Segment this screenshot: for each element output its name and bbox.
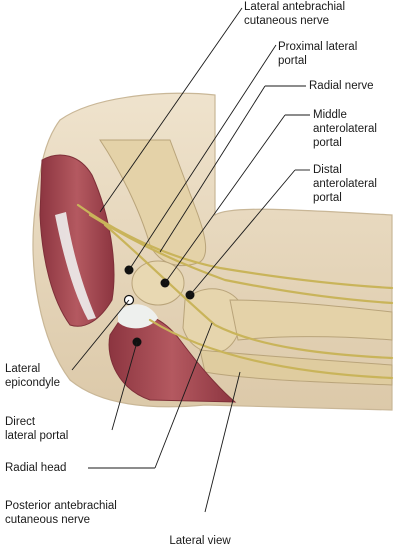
leader-lateral-antebrachial	[99, 7, 243, 213]
leader-distal-diag	[189, 169, 296, 296]
leader-radial-head-diag	[154, 322, 213, 469]
label-posterior-antebrachial: Posterior antebrachial cutaneous nerve	[5, 500, 117, 526]
label-radial-head: Radial head	[5, 462, 67, 474]
leader-middle-diag	[164, 114, 286, 284]
nerve-branch	[148, 318, 394, 380]
label-direct-lateral-portal: Direct lateral portal	[5, 416, 69, 442]
tendon-band	[55, 212, 96, 320]
posterior-muscle	[39, 154, 115, 327]
label-lateral-antebrachial: Lateral antebrachial cutaneous nerve	[244, 1, 346, 27]
label-lateral-epicondyle: Lateral epicondyle	[5, 363, 60, 389]
leader-lines	[71, 7, 310, 513]
label-radial-nerve: Radial nerve	[309, 80, 374, 92]
leader-lateral-epicondyle	[71, 299, 130, 371]
lateral-epicondyle-bone	[131, 260, 185, 306]
figure-caption: Lateral view	[169, 535, 231, 547]
leader-radial-nerve-diag	[159, 85, 266, 253]
label-proximal-lateral-portal: Proximal lateral portal	[278, 41, 358, 67]
leader-posterior-diag	[204, 371, 241, 513]
radius-shaft	[229, 299, 393, 341]
leader-direct-lateral	[111, 341, 138, 431]
tendon-patch	[118, 304, 158, 329]
lateral-antebrachial-nerve	[76, 203, 394, 290]
label-distal-anterolateral-portal: Distal anterolateral portal	[313, 164, 377, 204]
radial-nerve-line	[88, 213, 394, 305]
leader-proximal-lateral	[128, 44, 277, 271]
label-middle-anterolateral-portal: Middle anterolateral portal	[313, 109, 377, 149]
